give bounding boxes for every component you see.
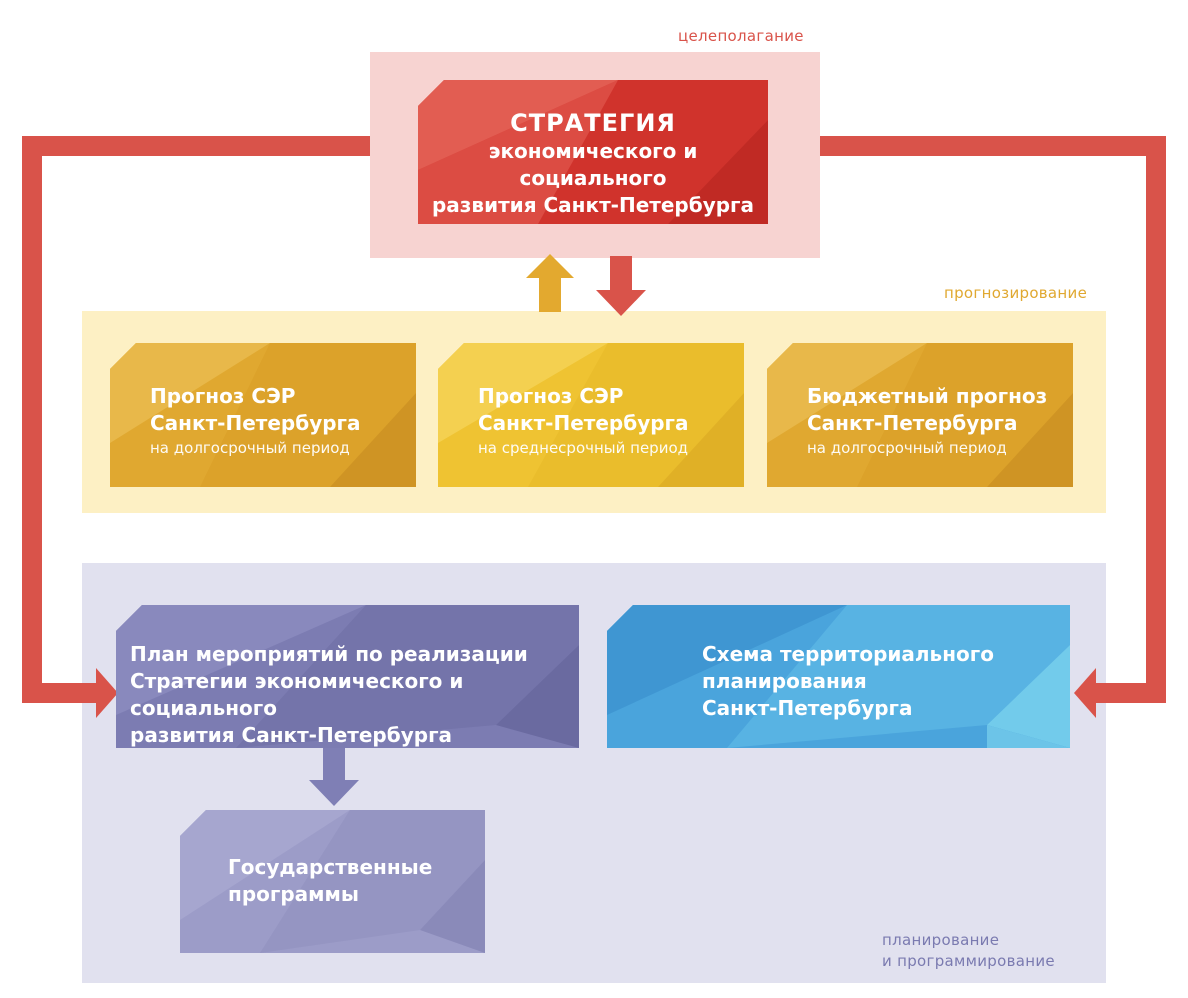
right-loop-arrowhead xyxy=(1074,668,1096,718)
scheme-line-3: Санкт-Петербурга xyxy=(702,696,913,720)
forecast-card-medium-term-ser: Прогноз СЭР Санкт-Петербурга на среднеср… xyxy=(438,343,744,487)
left-loop-line xyxy=(22,136,370,703)
forecast-card-budget: Бюджетный прогноз Санкт-Петербурга на до… xyxy=(767,343,1073,487)
forecast-3-line-2: Санкт-Петербурга xyxy=(807,411,1018,435)
strategy-line-1: экономического и социального xyxy=(488,139,698,190)
forecast-3-sub: на долгосрочный период xyxy=(807,439,1007,457)
left-loop-arrowhead xyxy=(96,668,118,718)
programs-line-1: Государственные xyxy=(228,855,433,879)
forecast-zone-label: прогнозирование xyxy=(944,284,1088,302)
scheme-line-2: планирования xyxy=(702,669,867,693)
forecast-1-line-2: Санкт-Петербурга xyxy=(150,411,361,435)
down-arrow-head xyxy=(596,290,646,316)
state-programs-card: Государственные программы xyxy=(180,810,485,953)
forecast-2-line-2: Санкт-Петербурга xyxy=(478,411,689,435)
up-arrow-shaft xyxy=(539,276,561,312)
strategy-title: СТРАТЕГИЯ xyxy=(510,109,676,137)
plan-line-2: Стратегии экономического и социального xyxy=(130,669,464,720)
plan-down-arrow-head xyxy=(309,780,359,806)
forecast-2-line-1: Прогноз СЭР xyxy=(478,384,624,408)
strategy-line-2: развития Санкт-Петербурга xyxy=(431,193,754,217)
plan-line-3: развития Санкт-Петербурга xyxy=(130,723,453,747)
planning-zone-label: планирование и программирование xyxy=(882,930,1055,972)
forecast-card-long-term-ser: Прогноз СЭР Санкт-Петербурга на долгосро… xyxy=(110,343,416,487)
scheme-line-1: Схема территориального xyxy=(702,642,994,666)
forecast-3-line-1: Бюджетный прогноз xyxy=(807,384,1048,408)
plan-card: План мероприятий по реализации Стратегии… xyxy=(116,605,579,748)
programs-line-2: программы xyxy=(228,882,359,906)
down-arrow-shaft xyxy=(610,256,632,292)
plan-line-1: План мероприятий по реализации xyxy=(130,642,528,666)
right-loop-line xyxy=(820,136,1166,703)
goal-zone-label: целеполагание xyxy=(678,27,804,45)
plan-down-arrow-shaft xyxy=(323,748,345,782)
forecast-1-sub: на долгосрочный период xyxy=(150,439,350,457)
territorial-scheme-card: Схема территориального планирования Санк… xyxy=(607,605,1070,748)
forecast-2-sub: на среднесрочный период xyxy=(478,439,688,457)
planning-label-line-2: и программирование xyxy=(882,952,1055,970)
up-arrow-head xyxy=(526,254,574,278)
strategy-card: СТРАТЕГИЯ экономического и социального р… xyxy=(418,80,768,224)
planning-label-line-1: планирование xyxy=(882,931,1000,949)
forecast-1-line-1: Прогноз СЭР xyxy=(150,384,296,408)
